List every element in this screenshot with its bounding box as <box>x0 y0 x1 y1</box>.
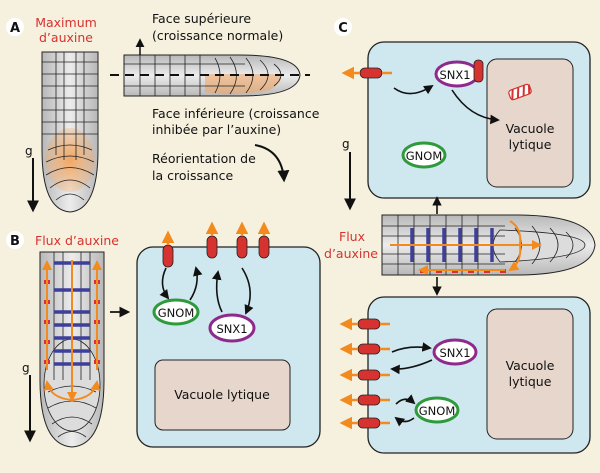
auxin-flux-label-c: Flux <box>339 229 365 244</box>
auxin-maximum-zone <box>45 128 95 192</box>
top-face-label-2: (croissance normale) <box>152 28 283 43</box>
panel-b-badge <box>6 231 24 249</box>
panel-a-letter: A <box>10 21 20 36</box>
gnom-b <box>152 298 200 326</box>
vacuole-label-b: Vacuole lytique <box>174 387 270 402</box>
vertical-root <box>41 51 99 213</box>
panel-b-letter: B <box>10 234 20 249</box>
horizontal-root <box>110 54 310 97</box>
snx1-label-c-top: SNX1 <box>439 68 470 82</box>
reorientation-label: Réorientation de <box>152 151 256 166</box>
top-face-label: Face supérieure <box>152 11 251 26</box>
snx1-b <box>208 313 256 343</box>
reorientation-label-2: la croissance <box>152 168 233 183</box>
snx1-c-bottom <box>432 338 478 366</box>
pin-carrier-c-top <box>341 66 392 80</box>
vacuole-c-bottom <box>486 308 574 440</box>
vacuole-c-top <box>486 58 574 188</box>
vacuole-label-c-top-2: lytique <box>509 137 552 152</box>
vacuole-b <box>154 359 291 431</box>
auxin-maximum-label: Maximum <box>35 15 97 30</box>
auxin-maximum-label-2: d’auxine <box>39 30 93 45</box>
reorientation-arrow <box>254 144 290 183</box>
panel-c: C Vacuole lytique SNX1 GNOM <box>324 18 596 454</box>
pin-in-snx1-c <box>473 59 484 83</box>
gnom-c-top <box>401 141 447 169</box>
auxin-lower-side <box>205 74 281 95</box>
pin-carriers-c-bottom <box>339 317 390 430</box>
vacuole-label-c-bottom: Vacuole <box>506 358 555 373</box>
snx1-label-c-bottom: SNX1 <box>439 346 470 360</box>
snx1-label-b: SNX1 <box>216 322 247 336</box>
vacuole-label-c-top: Vacuole <box>506 121 555 136</box>
gnom-c-bottom <box>414 396 460 424</box>
auxin-flux-label-c-2: d’auxine <box>324 246 378 261</box>
vacuole-label-c-bottom-2: lytique <box>509 374 552 389</box>
panel-a-badge <box>6 18 24 36</box>
panel-a: A Maximum d’auxine <box>6 11 320 213</box>
panel-c-letter: C <box>338 21 348 36</box>
root-c <box>381 214 596 276</box>
gnom-label-c-bottom: GNOM <box>419 404 456 418</box>
root-b <box>39 251 105 448</box>
gnom-label-b: GNOM <box>158 306 195 320</box>
degraded-pin-c <box>508 83 532 101</box>
gravity-label-b: g <box>22 361 30 375</box>
pin-carriers-b <box>161 221 271 268</box>
gravity-label-c: g <box>342 137 350 151</box>
panel-b: B Flux d’auxine <box>6 221 321 448</box>
bottom-face-label-2: inhibée par l’auxine) <box>152 122 281 137</box>
panel-c-badge <box>334 18 352 36</box>
gnom-label-c-top: GNOM <box>406 149 443 163</box>
auxin-flux-label-b: Flux d’auxine <box>35 233 119 248</box>
gravity-label-a: g <box>25 144 33 158</box>
bottom-face-label: Face inférieure (croissance <box>152 106 320 121</box>
